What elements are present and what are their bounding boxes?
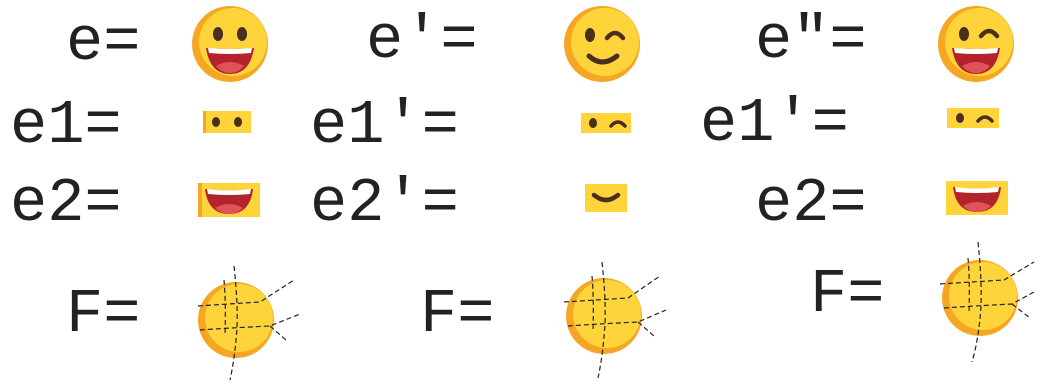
open-mouth-strip-icon [198,183,260,217]
label-e2-col2: e2′= [310,168,459,239]
label-e1-col3: e1′= [700,88,849,159]
label-e-col2: e′= [366,5,478,76]
label-e1-col1: e1= [10,90,122,161]
label-f-col3: F= [810,259,885,330]
open-mouth-strip-icon [946,181,1008,215]
winking-grin-face-icon [938,6,1014,82]
eyes-strip-icon [203,111,251,133]
label-f-col2: F= [420,279,495,350]
winking-face-icon [564,6,640,82]
label-e-col1: e= [66,7,141,78]
label-e1-col2: e1′= [310,90,459,161]
blank-face-pieces-icon [563,261,667,379]
blank-face-pieces-icon [939,241,1035,363]
grinning-face-icon [192,6,268,82]
label-e2-col3: e2= [755,168,867,239]
label-e-col3: e″= [755,5,867,76]
label-f-col1: F= [66,279,141,350]
label-e2-col1: e2= [10,168,122,239]
wink-eyes-strip-icon [947,108,999,128]
wink-eyes-strip-icon [581,113,631,133]
blank-face-pieces-icon [197,265,301,381]
smile-mouth-strip-icon [585,184,627,212]
